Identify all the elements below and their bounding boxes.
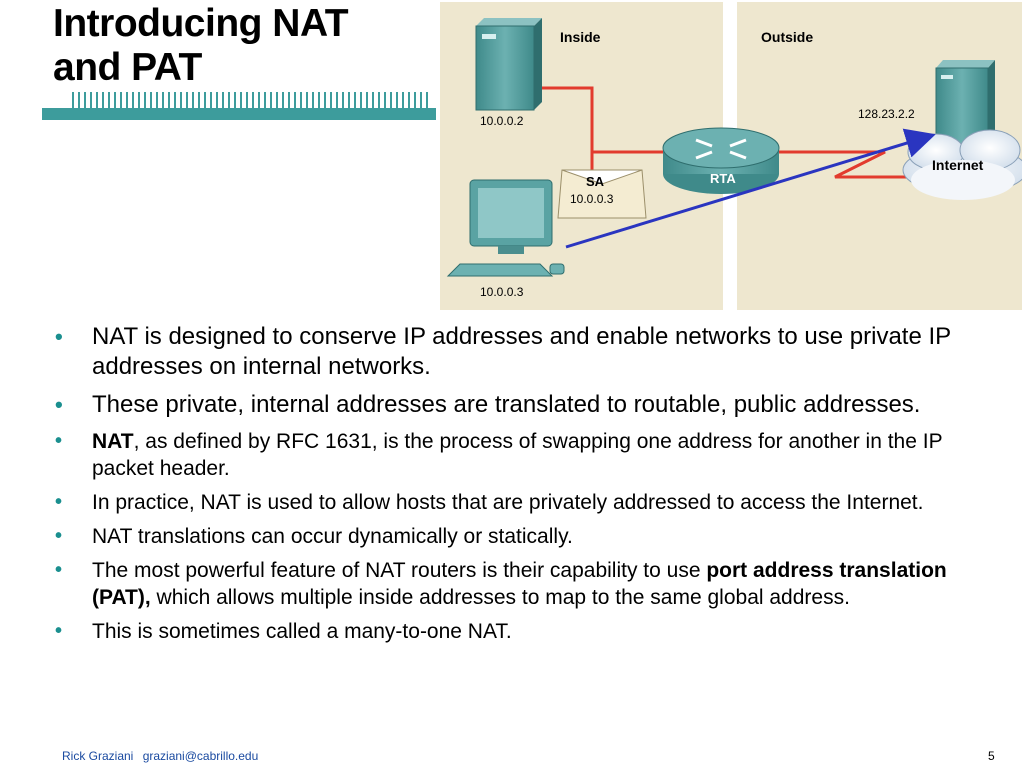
bullet-item: • This is sometimes called a many-to-one… (55, 618, 995, 645)
pc-ip: 10.0.0.3 (480, 285, 524, 299)
bullet-item: • NAT is designed to conserve IP address… (55, 322, 995, 382)
bullet-text: , as defined by RFC 1631, is the process… (92, 430, 943, 480)
page-number: 5 (988, 749, 995, 763)
pc-icon (446, 179, 565, 277)
internet-label: Internet (932, 157, 984, 173)
slide-title: Introducing NAT and PAT (53, 2, 349, 90)
external-server-ip: 128.23.2.2 (858, 107, 915, 121)
bullet-dot: • (55, 559, 63, 581)
bullet-text: These private, internal addresses are tr… (92, 391, 921, 418)
bullet-text: This is sometimes called a many-to-one N… (92, 620, 512, 643)
footer-email: graziani@cabrillo.edu (142, 749, 259, 763)
zone-outside-label: Outside (761, 29, 813, 45)
bullet-list: • NAT is designed to conserve IP address… (55, 322, 995, 652)
bullet-item: • In practice, NAT is used to allow host… (55, 489, 995, 516)
bullet-text-post: which allows multiple inside addresses t… (150, 586, 850, 609)
nat-network-diagram: Inside Outside 10.0.0.2 10.0.0.3 SA 10.0… (440, 2, 1022, 310)
footer-author: Rick Graziani (62, 749, 134, 763)
bullet-bold-term: port address translation (PAT), (92, 559, 947, 609)
bullet-text: NAT is designed to conserve IP addresses… (92, 323, 951, 380)
link-router-to-internet (778, 150, 910, 179)
packet-address: 10.0.0.3 (570, 192, 614, 206)
packet-sa-label: SA (586, 174, 605, 189)
bullet-bold-term: NAT (92, 430, 134, 453)
comb-teeth (72, 92, 428, 108)
bullet-dot: • (55, 324, 63, 349)
bullet-item: • The most powerful feature of NAT route… (55, 557, 995, 611)
bullet-dot: • (55, 525, 63, 547)
bullet-text: In practice, NAT is used to allow hosts … (92, 491, 924, 514)
bullet-dot: • (55, 430, 63, 452)
packet-envelope-icon (557, 169, 647, 219)
slide-title-line2: and PAT (53, 46, 202, 89)
bullet-dot: • (55, 620, 63, 642)
router-label: RTA (710, 171, 736, 186)
bullet-text: NAT translations can occur dynamically o… (92, 525, 573, 548)
bullet-text-pre: The most powerful feature of NAT routers… (92, 559, 707, 582)
title-comb-decoration (42, 92, 436, 120)
bullet-item: • NAT translations can occur dynamically… (55, 523, 995, 550)
inside-server-ip: 10.0.0.2 (480, 114, 524, 128)
bullet-dot: • (55, 491, 63, 513)
internet-cloud-icon (902, 129, 1022, 200)
link-server-to-router (542, 86, 665, 154)
zone-inside-label: Inside (560, 29, 601, 45)
inside-server-icon (475, 18, 542, 111)
translation-path-arrow (565, 128, 936, 249)
router-icon (662, 127, 780, 194)
bullet-item: • These private, internal addresses are … (55, 390, 995, 420)
bullet-item: • NAT, as defined by RFC 1631, is the pr… (55, 428, 995, 482)
footer: Rick Graziani graziani@cabrillo.edu (62, 749, 258, 763)
comb-base-bar (42, 108, 436, 120)
slide-title-line1: Introducing NAT (53, 2, 349, 45)
bullet-dot: • (55, 392, 63, 417)
